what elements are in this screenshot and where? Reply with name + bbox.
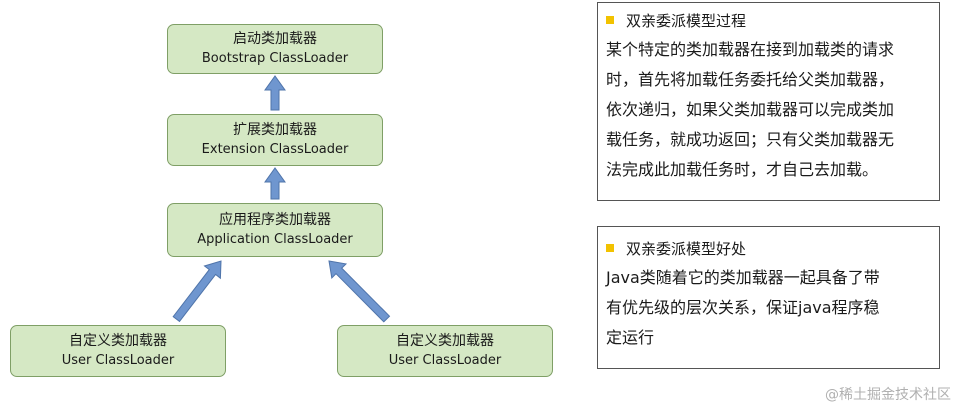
panel-process-line: 某个特定的类加载器在接到加载类的请求 xyxy=(606,40,895,59)
panel-process-title: 双亲委派模型过程 xyxy=(626,11,747,30)
node-user-left: 自定义类加载器 User ClassLoader xyxy=(10,325,226,377)
watermark: @稀土掘金技术社区 xyxy=(825,387,951,403)
arrow-extension-to-bootstrap xyxy=(264,75,286,111)
node-user-left-cn: 自定义类加载器 xyxy=(69,333,167,349)
panel-process-header: 双亲委派模型过程 xyxy=(606,5,929,35)
panel-process-line: 法完成此加载任务时，才自己去加载。 xyxy=(606,160,879,179)
square-bullet-icon xyxy=(606,244,614,252)
arrow-application-to-extension xyxy=(264,167,286,200)
node-user-right-en: User ClassLoader xyxy=(388,353,502,368)
arrow-user-left-to-application xyxy=(172,260,222,323)
node-extension-cn: 扩展类加载器 xyxy=(233,122,317,138)
node-user-right-cn: 自定义类加载器 xyxy=(396,333,494,349)
panel-process: 双亲委派模型过程 某个特定的类加载器在接到加载类的请求 时，首先将加载任务委托给… xyxy=(597,2,940,201)
node-application: 应用程序类加载器 Application ClassLoader xyxy=(167,203,383,257)
node-application-en: Application ClassLoader xyxy=(197,232,353,247)
node-user-left-en: User ClassLoader xyxy=(61,353,175,368)
panel-benefit-line: Java类随着它的类加载器一起具备了带 xyxy=(606,268,880,287)
panel-benefit-line: 有优先级的层次关系，保证java程序稳 xyxy=(606,298,880,317)
node-extension-en: Extension ClassLoader xyxy=(201,142,349,157)
panel-benefit: 双亲委派模型好处 Java类随着它的类加载器一起具备了带 有优先级的层次关系，保… xyxy=(597,226,940,369)
node-extension: 扩展类加载器 Extension ClassLoader xyxy=(167,114,383,166)
node-application-cn: 应用程序类加载器 xyxy=(219,212,331,228)
node-user-right: 自定义类加载器 User ClassLoader xyxy=(337,325,553,377)
square-bullet-icon xyxy=(606,16,614,24)
panel-process-body: 某个特定的类加载器在接到加载类的请求 时，首先将加载任务委托给父类加载器， 依次… xyxy=(606,35,929,185)
panel-process-line: 载任务，就成功返回；只有父类加载器无 xyxy=(606,130,895,149)
panel-benefit-body: Java类随着它的类加载器一起具备了带 有优先级的层次关系，保证java程序稳 … xyxy=(606,263,929,353)
panel-benefit-header: 双亲委派模型好处 xyxy=(606,233,929,263)
panel-process-line: 时，首先将加载任务委托给父类加载器， xyxy=(606,70,895,89)
panel-benefit-title: 双亲委派模型好处 xyxy=(626,239,747,258)
node-bootstrap-cn: 启动类加载器 xyxy=(233,31,317,47)
panel-process-line: 依次递归，如果父类加载器可以完成类加 xyxy=(606,100,895,119)
node-bootstrap: 启动类加载器 Bootstrap ClassLoader xyxy=(167,24,383,74)
node-bootstrap-en: Bootstrap ClassLoader xyxy=(201,51,349,66)
arrow-user-right-to-application xyxy=(328,260,391,323)
panel-benefit-line: 定运行 xyxy=(606,328,655,347)
